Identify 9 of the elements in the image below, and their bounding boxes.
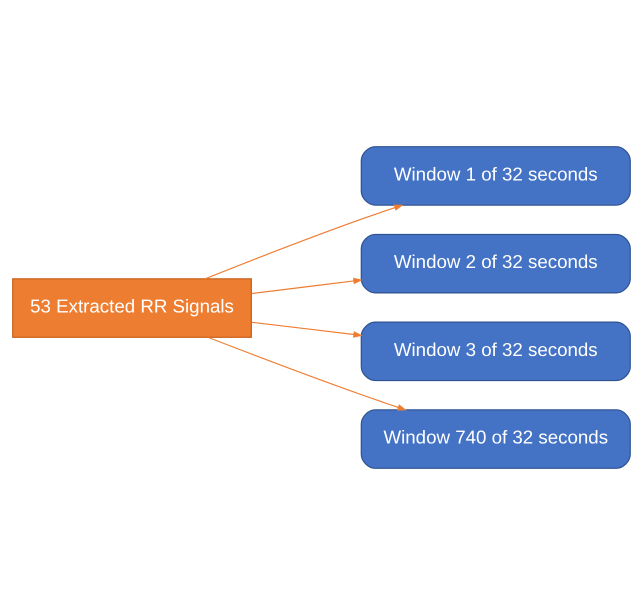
arrow	[251, 322, 363, 338]
node-box: Window 740 of 32 seconds	[360, 409, 631, 469]
arrow	[251, 278, 363, 294]
arrow	[208, 336, 407, 410]
node-box: Window 3 of 32 seconds	[360, 322, 631, 382]
node-box: 53 Extracted RR Signals	[12, 278, 252, 338]
arrow	[204, 204, 404, 280]
node-box: Window 2 of 32 seconds	[360, 234, 631, 294]
node-box: Window 1 of 32 seconds	[360, 146, 631, 206]
